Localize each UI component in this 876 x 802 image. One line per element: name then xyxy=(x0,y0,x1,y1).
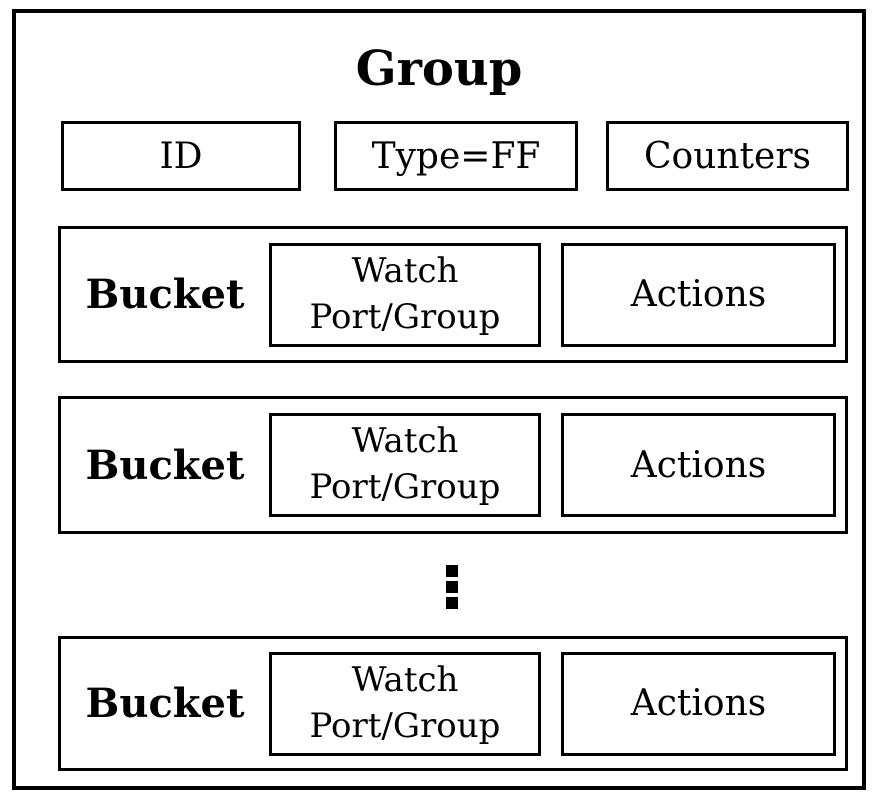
bucket-row-2: Bucket Watch Port/Group Actions xyxy=(58,396,848,534)
watch-line-1: Watch xyxy=(351,250,459,291)
bucket-row-1: Bucket Watch Port/Group Actions xyxy=(58,226,848,363)
bucket-label: Bucket xyxy=(85,680,245,727)
field-box-type: Type=FF xyxy=(334,121,578,191)
actions-box: Actions xyxy=(561,413,836,517)
watch-line-1: Watch xyxy=(351,659,459,700)
actions-label: Actions xyxy=(630,683,767,724)
watch-port-group-box: Watch Port/Group xyxy=(269,242,541,347)
vertical-ellipsis-icon xyxy=(446,565,458,609)
bucket-label: Bucket xyxy=(85,441,245,489)
bucket-label: Bucket xyxy=(85,271,245,318)
watch-line-2: Port/Group xyxy=(309,467,501,507)
group-title: Group xyxy=(355,41,523,97)
actions-label: Actions xyxy=(630,444,767,486)
watch-line-2: Port/Group xyxy=(309,296,501,337)
field-counters-label: Counters xyxy=(643,135,812,177)
field-type-label: Type=FF xyxy=(371,135,541,177)
group-box: Group ID Type=FF Counters Bucket Watch P… xyxy=(12,9,866,790)
actions-box: Actions xyxy=(561,242,836,347)
watch-port-group-box: Watch Port/Group xyxy=(269,651,541,756)
watch-port-group-box: Watch Port/Group xyxy=(269,413,541,517)
actions-label: Actions xyxy=(630,274,767,315)
field-box-id: ID xyxy=(61,121,301,191)
field-box-counters: Counters xyxy=(606,121,849,191)
bucket-row-3: Bucket Watch Port/Group Actions xyxy=(58,636,848,771)
actions-box: Actions xyxy=(561,651,836,756)
watch-line-1: Watch xyxy=(351,421,459,462)
watch-line-2: Port/Group xyxy=(309,705,501,746)
field-id-label: ID xyxy=(159,135,203,177)
